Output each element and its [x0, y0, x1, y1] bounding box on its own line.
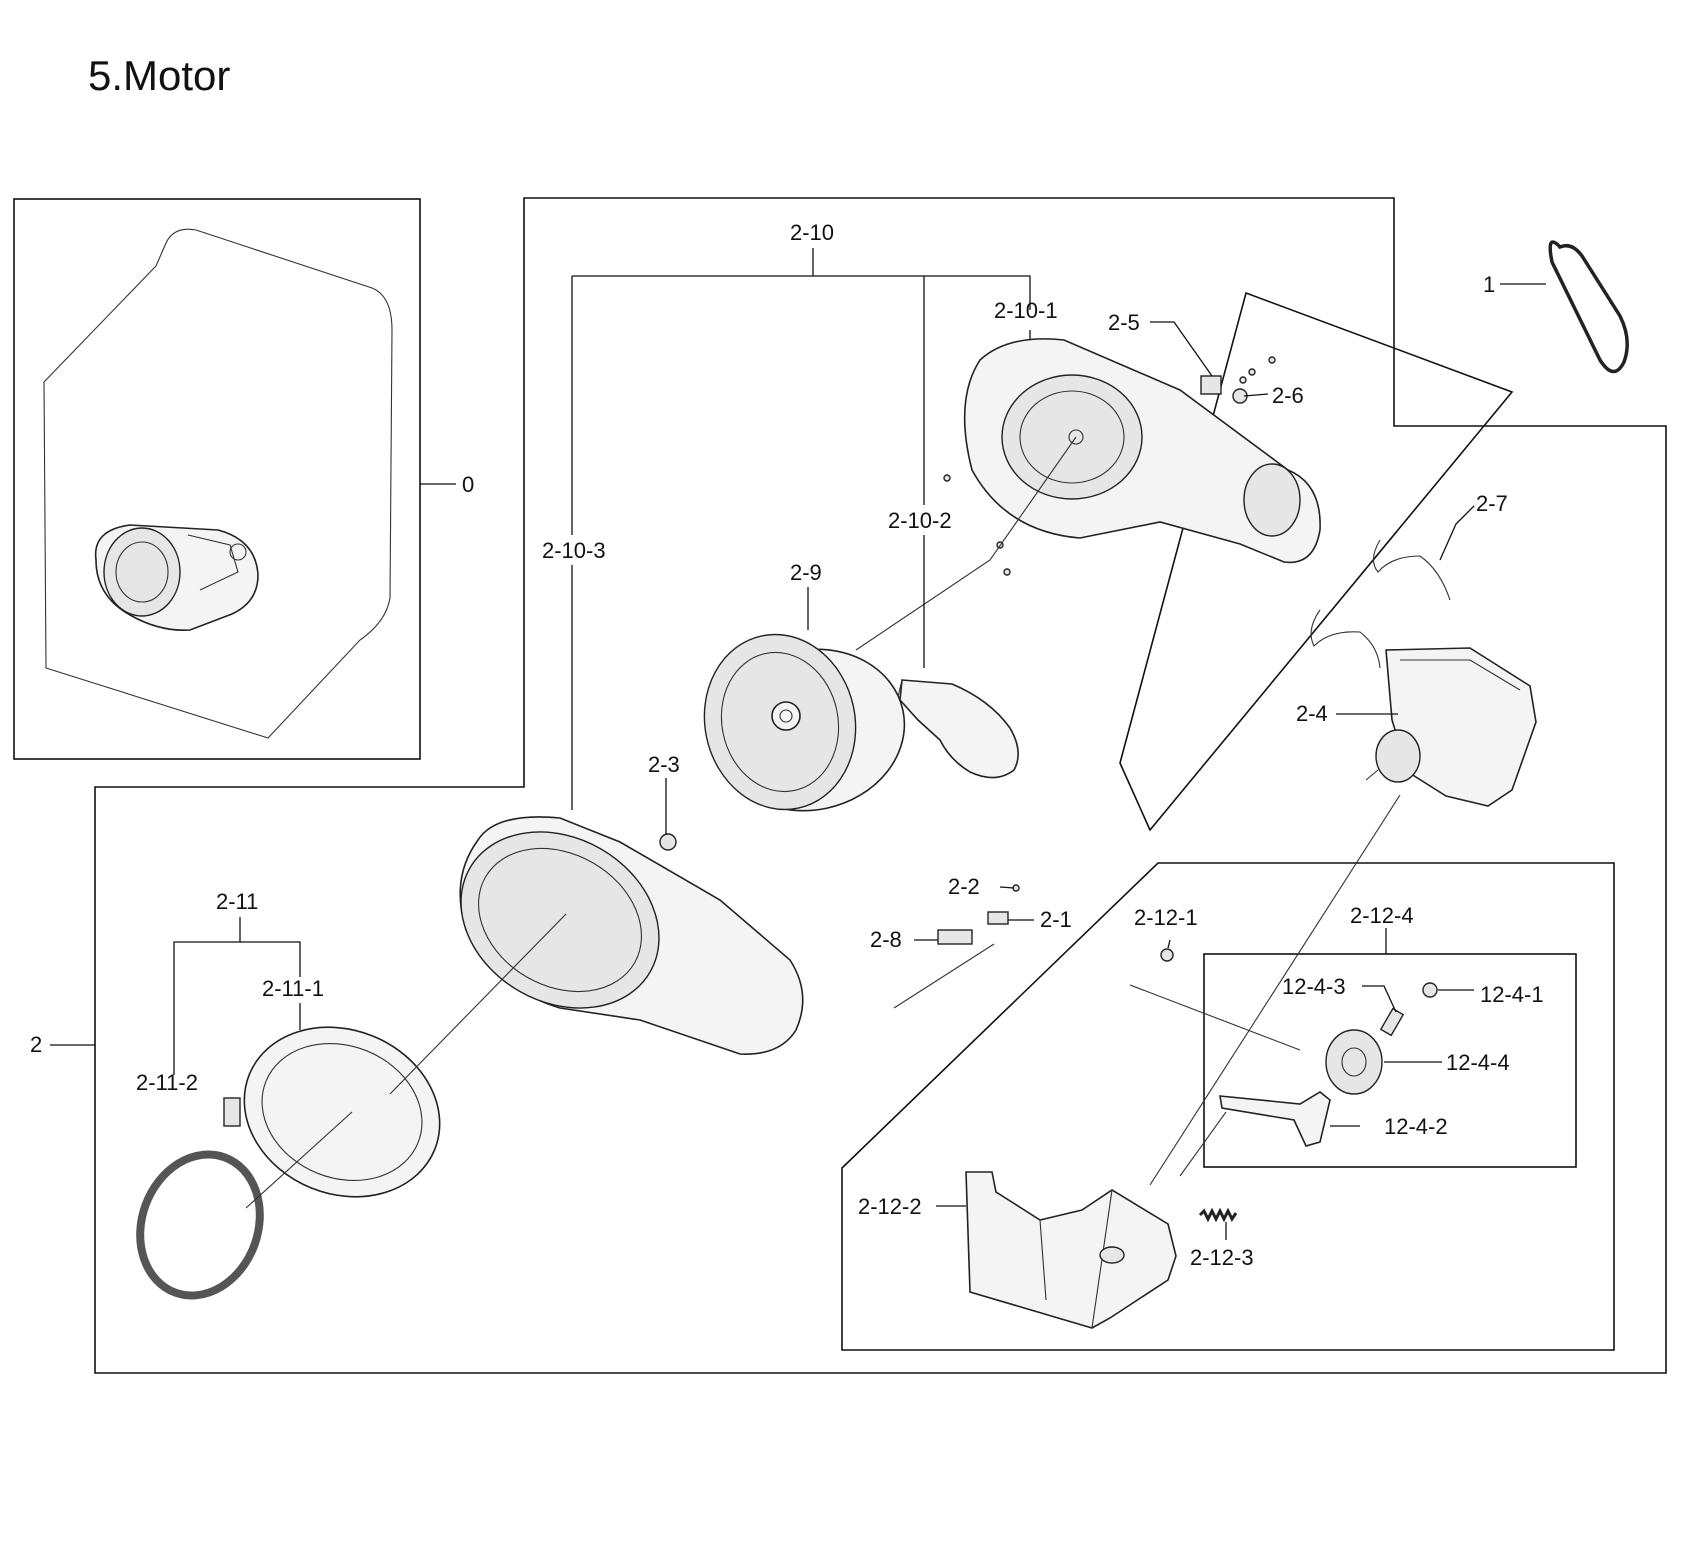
scroll-cover	[899, 679, 1019, 779]
screw-c	[1239, 376, 1247, 384]
e-ring	[1422, 982, 1438, 998]
blower-housing-assembly	[43, 228, 393, 739]
ring-tab	[223, 1097, 241, 1127]
label-2-10: 2-10	[790, 220, 834, 245]
idler-pulley	[1325, 1029, 1383, 1095]
idler-arm	[1219, 1091, 1331, 1147]
label-2-12-2: 2-12-2	[858, 1194, 922, 1219]
screw-f	[1003, 568, 1011, 576]
label-2-12-4: 2-12-4	[1350, 903, 1414, 928]
label-2-10-2: 2-10-2	[888, 508, 952, 533]
switch-2-1	[987, 911, 1009, 925]
motor-mount-bracket	[965, 1171, 1177, 1329]
front-ring	[243, 1026, 441, 1198]
label-0: 0	[462, 472, 474, 497]
label-12-4-1: 12-4-1	[1480, 982, 1544, 1007]
label-2-11-2: 2-11-2	[136, 1070, 198, 1095]
sensor-bracket	[1200, 375, 1222, 395]
label-12-4-2: 12-4-2	[1384, 1114, 1448, 1139]
label-12-4-3: 12-4-3	[1282, 974, 1346, 999]
label-2-10-1: 2-10-1	[994, 298, 1058, 323]
screw-d	[943, 474, 951, 482]
label-2-11: 2-11	[216, 889, 258, 914]
motor-clamp-lower	[1310, 609, 1381, 669]
drive-belt	[1548, 240, 1629, 374]
frame-bracket-2-12	[841, 862, 1615, 1351]
pulley-shaft	[1379, 1007, 1405, 1037]
frame-assembly-2	[94, 197, 1667, 1374]
label-2-4: 2-4	[1296, 701, 1328, 726]
tension-spring	[1198, 1207, 1238, 1223]
explode-line-seal-ring	[245, 1111, 353, 1209]
diagram-title: 5.Motor	[88, 52, 230, 99]
label-2-9: 2-9	[790, 560, 822, 585]
label-2-10-3: 2-10-3	[542, 538, 606, 563]
nut-2-3	[659, 833, 677, 851]
explode-line-wheel-housing	[855, 436, 1077, 651]
explode-line-bracket-pulley	[1129, 984, 1301, 1051]
label-2-12-3: 2-12-3	[1190, 1245, 1254, 1270]
frame-motor-plate	[1119, 291, 1514, 832]
label-2-6: 2-6	[1272, 383, 1304, 408]
label-2-3: 2-3	[648, 752, 680, 777]
label-2-1: 2-1	[1040, 907, 1072, 932]
label-2-11-1: 2-11-1	[262, 976, 324, 1001]
explode-line-bracket-motor	[1149, 794, 1401, 1186]
front-housing	[459, 816, 804, 1055]
label-2-5: 2-5	[1108, 310, 1140, 335]
explode-line-switch-bracket	[893, 943, 995, 1009]
explode-line-ring-housing	[389, 913, 567, 1095]
label-2-12-1: 2-12-1	[1134, 905, 1198, 930]
label-2: 2	[30, 1032, 42, 1057]
rear-housing	[963, 338, 1321, 564]
screw-a	[1248, 368, 1256, 376]
label-2-7: 2-7	[1476, 491, 1508, 516]
label-12-4-4: 12-4-4	[1446, 1050, 1510, 1075]
explode-line-bracket-arm	[1179, 1111, 1227, 1177]
seal-ring	[136, 1150, 264, 1300]
drive-motor	[1365, 647, 1537, 807]
screw-b	[1268, 356, 1276, 364]
motor-clamp-upper	[1372, 539, 1451, 601]
blower-wheel	[703, 633, 906, 812]
label-2-2: 2-2	[948, 874, 980, 899]
screw-2-12-1	[1160, 948, 1174, 962]
label-1: 1	[1483, 272, 1495, 297]
frame-pulley-2-12-4	[1203, 953, 1577, 1168]
frame-assembly-0	[13, 198, 421, 760]
label-2-8: 2-8	[870, 927, 902, 952]
bracket-2-8	[937, 929, 973, 945]
